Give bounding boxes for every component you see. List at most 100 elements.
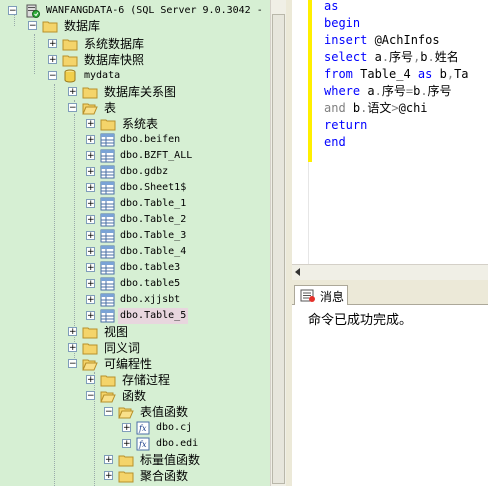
code-token: select: [324, 50, 375, 64]
results-pane: 消息 命令已成功完成。: [292, 283, 488, 486]
collapse-toggle[interactable]: −: [28, 21, 37, 31]
code-line[interactable]: end: [324, 134, 346, 151]
aggregate-functions-label: 聚合函数: [140, 469, 189, 483]
code-token: b: [439, 67, 447, 81]
folder-icon: [42, 21, 58, 33]
editor-gutter: [292, 0, 309, 264]
programmability-label: 可编程性: [104, 357, 153, 371]
code-line[interactable]: as: [324, 0, 338, 15]
folder-open-icon: [82, 103, 98, 115]
collapse-toggle[interactable]: −: [86, 391, 95, 401]
results-tabstrip: 消息: [292, 283, 488, 305]
code-line[interactable]: and b.语文>@chi: [324, 100, 428, 117]
code-token: @chi: [398, 101, 428, 115]
expand-toggle[interactable]: +: [86, 119, 95, 129]
editor-horizontal-scrollbar[interactable]: [292, 264, 488, 280]
expand-toggle[interactable]: +: [86, 199, 95, 209]
code-token: 序号: [427, 84, 452, 98]
table-label: dbo.table5: [120, 278, 181, 289]
function-icon: fx: [136, 421, 150, 435]
expand-toggle[interactable]: +: [68, 343, 77, 353]
tree-scrollbar[interactable]: [270, 0, 286, 486]
table-label: dbo.table3: [120, 262, 181, 273]
expand-toggle[interactable]: +: [86, 151, 95, 161]
expand-toggle[interactable]: +: [122, 423, 131, 433]
table-label: dbo.Table_5: [118, 308, 189, 324]
expand-toggle[interactable]: +: [48, 55, 57, 65]
collapse-toggle[interactable]: −: [8, 6, 17, 16]
code-token: ,: [413, 50, 421, 64]
code-token: .: [420, 84, 428, 98]
function-label: dbo.edi: [156, 438, 199, 449]
expand-toggle[interactable]: +: [86, 279, 95, 289]
code-token: a: [367, 84, 375, 98]
collapse-toggle[interactable]: −: [48, 71, 57, 81]
folder-icon: [82, 327, 98, 339]
database-label: mydata: [84, 70, 121, 81]
code-token: >: [391, 101, 399, 115]
table-label: dbo.gdbz: [120, 166, 169, 177]
expand-toggle[interactable]: +: [86, 311, 95, 321]
system-databases-label: 系统数据库: [84, 37, 145, 51]
server-node[interactable]: − WANFANGDATA-6 (SQL Server 9.0.3042 - ": [8, 3, 270, 19]
table-label: dbo.BZFT_ALL: [120, 150, 193, 161]
code-token: .: [427, 50, 435, 64]
expand-toggle[interactable]: +: [86, 375, 95, 385]
functions-label: 函数: [122, 389, 147, 403]
databases-label: 数据库: [64, 19, 101, 33]
expand-toggle[interactable]: +: [86, 231, 95, 241]
table-label: dbo.xjjsbt: [120, 294, 181, 305]
code-line[interactable]: from Table_4 as b,Ta: [324, 66, 469, 83]
scrollbar-thumb[interactable]: [272, 14, 285, 484]
expand-toggle[interactable]: +: [86, 247, 95, 257]
object-explorer-tree[interactable]: − WANFANGDATA-6 (SQL Server 9.0.3042 - "…: [0, 0, 270, 486]
expand-toggle[interactable]: +: [48, 39, 57, 49]
expand-toggle[interactable]: +: [86, 183, 95, 193]
code-line[interactable]: return: [324, 117, 367, 134]
svg-text:fx: fx: [138, 424, 147, 433]
tab-messages[interactable]: 消息: [294, 285, 348, 305]
code-line[interactable]: select a.序号,b.姓名: [324, 49, 459, 66]
server-icon: [26, 4, 40, 18]
code-token: @AchInfos: [374, 33, 440, 47]
code-token: from: [324, 67, 361, 81]
table-icon: [100, 229, 115, 243]
collapse-toggle[interactable]: −: [68, 359, 77, 369]
modified-lines-marker: [308, 0, 312, 162]
expand-toggle[interactable]: +: [86, 263, 95, 273]
code-token: b: [413, 84, 421, 98]
expand-toggle[interactable]: +: [86, 135, 95, 145]
table-label: dbo.beifen: [120, 134, 181, 145]
scroll-left-arrow-icon[interactable]: [295, 268, 300, 276]
folder-icon: [62, 55, 78, 67]
collapse-toggle[interactable]: −: [104, 407, 113, 417]
expand-toggle[interactable]: +: [104, 455, 113, 465]
expand-toggle[interactable]: +: [68, 327, 77, 337]
expand-toggle[interactable]: +: [122, 439, 131, 449]
code-line[interactable]: begin: [324, 15, 360, 32]
folder-icon: [82, 87, 98, 99]
expand-toggle[interactable]: +: [86, 167, 95, 177]
expand-toggle[interactable]: +: [86, 215, 95, 225]
code-token: return: [324, 118, 368, 132]
code-line[interactable]: where a.序号=b.序号: [324, 83, 452, 100]
table-icon: [100, 213, 115, 227]
table-icon: [100, 133, 115, 147]
code-token: as: [324, 0, 339, 13]
expand-toggle[interactable]: +: [68, 87, 77, 97]
pane-splitter[interactable]: [286, 0, 292, 486]
code-token: 姓名: [434, 50, 459, 64]
expand-toggle[interactable]: +: [104, 471, 113, 481]
folder-open-icon: [100, 391, 116, 403]
code-token: Table_4: [360, 67, 418, 81]
code-token: insert: [324, 33, 375, 47]
expand-toggle[interactable]: +: [86, 295, 95, 305]
table-valued-functions-label: 表值函数: [140, 405, 189, 419]
views-label: 视图: [104, 325, 129, 339]
collapse-toggle[interactable]: −: [68, 103, 77, 113]
code-token: end: [324, 135, 346, 149]
code-line[interactable]: insert @AchInfos: [324, 32, 440, 49]
folder-icon: [100, 375, 116, 387]
scalar-functions-label: 标量值函数: [140, 453, 201, 467]
